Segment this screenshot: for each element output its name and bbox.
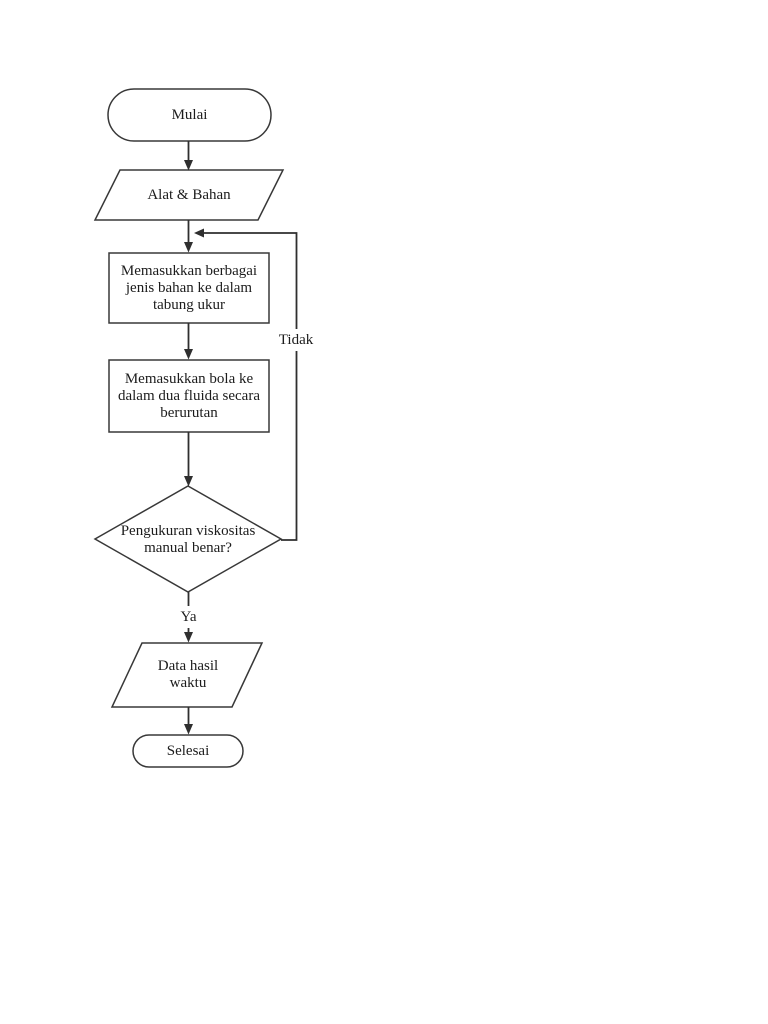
process1-rectangle-shape xyxy=(108,252,270,324)
arrowhead-into-end xyxy=(184,724,193,735)
process2-rectangle-shape xyxy=(108,359,270,433)
process1-node-label: Memasukkan berbagai jenis bahan ke dalam… xyxy=(120,262,258,313)
arrowhead-into-output xyxy=(184,632,193,643)
arrowhead-feedback-junction xyxy=(194,228,204,238)
decision-node-label: Pengukuran viskositas manual benar? xyxy=(120,522,256,556)
end-node-label: Selesai xyxy=(166,742,210,759)
end-terminator-shape xyxy=(132,734,244,768)
output-node-label: Data hasil waktu xyxy=(157,658,219,691)
edge-label-ya: Ya xyxy=(170,606,207,628)
arrowhead-into-process2 xyxy=(184,349,193,360)
start-terminator-shape xyxy=(107,88,272,142)
input-node-label: Alat & Bahan xyxy=(147,186,231,203)
arrowhead-into-decision xyxy=(184,476,193,487)
edge-decision-no-feedback xyxy=(203,232,298,541)
arrowhead-into-process1 xyxy=(184,242,193,253)
arrowhead-into-input xyxy=(184,160,193,171)
process2-node-label: Memasukkan bola ke dalam dua fluida seca… xyxy=(117,370,260,421)
output-parallelogram-shape xyxy=(110,642,264,708)
edge-label-tidak: Tidak xyxy=(272,329,320,351)
start-node-label: Mulai xyxy=(171,106,208,123)
input-parallelogram-shape xyxy=(93,169,285,221)
